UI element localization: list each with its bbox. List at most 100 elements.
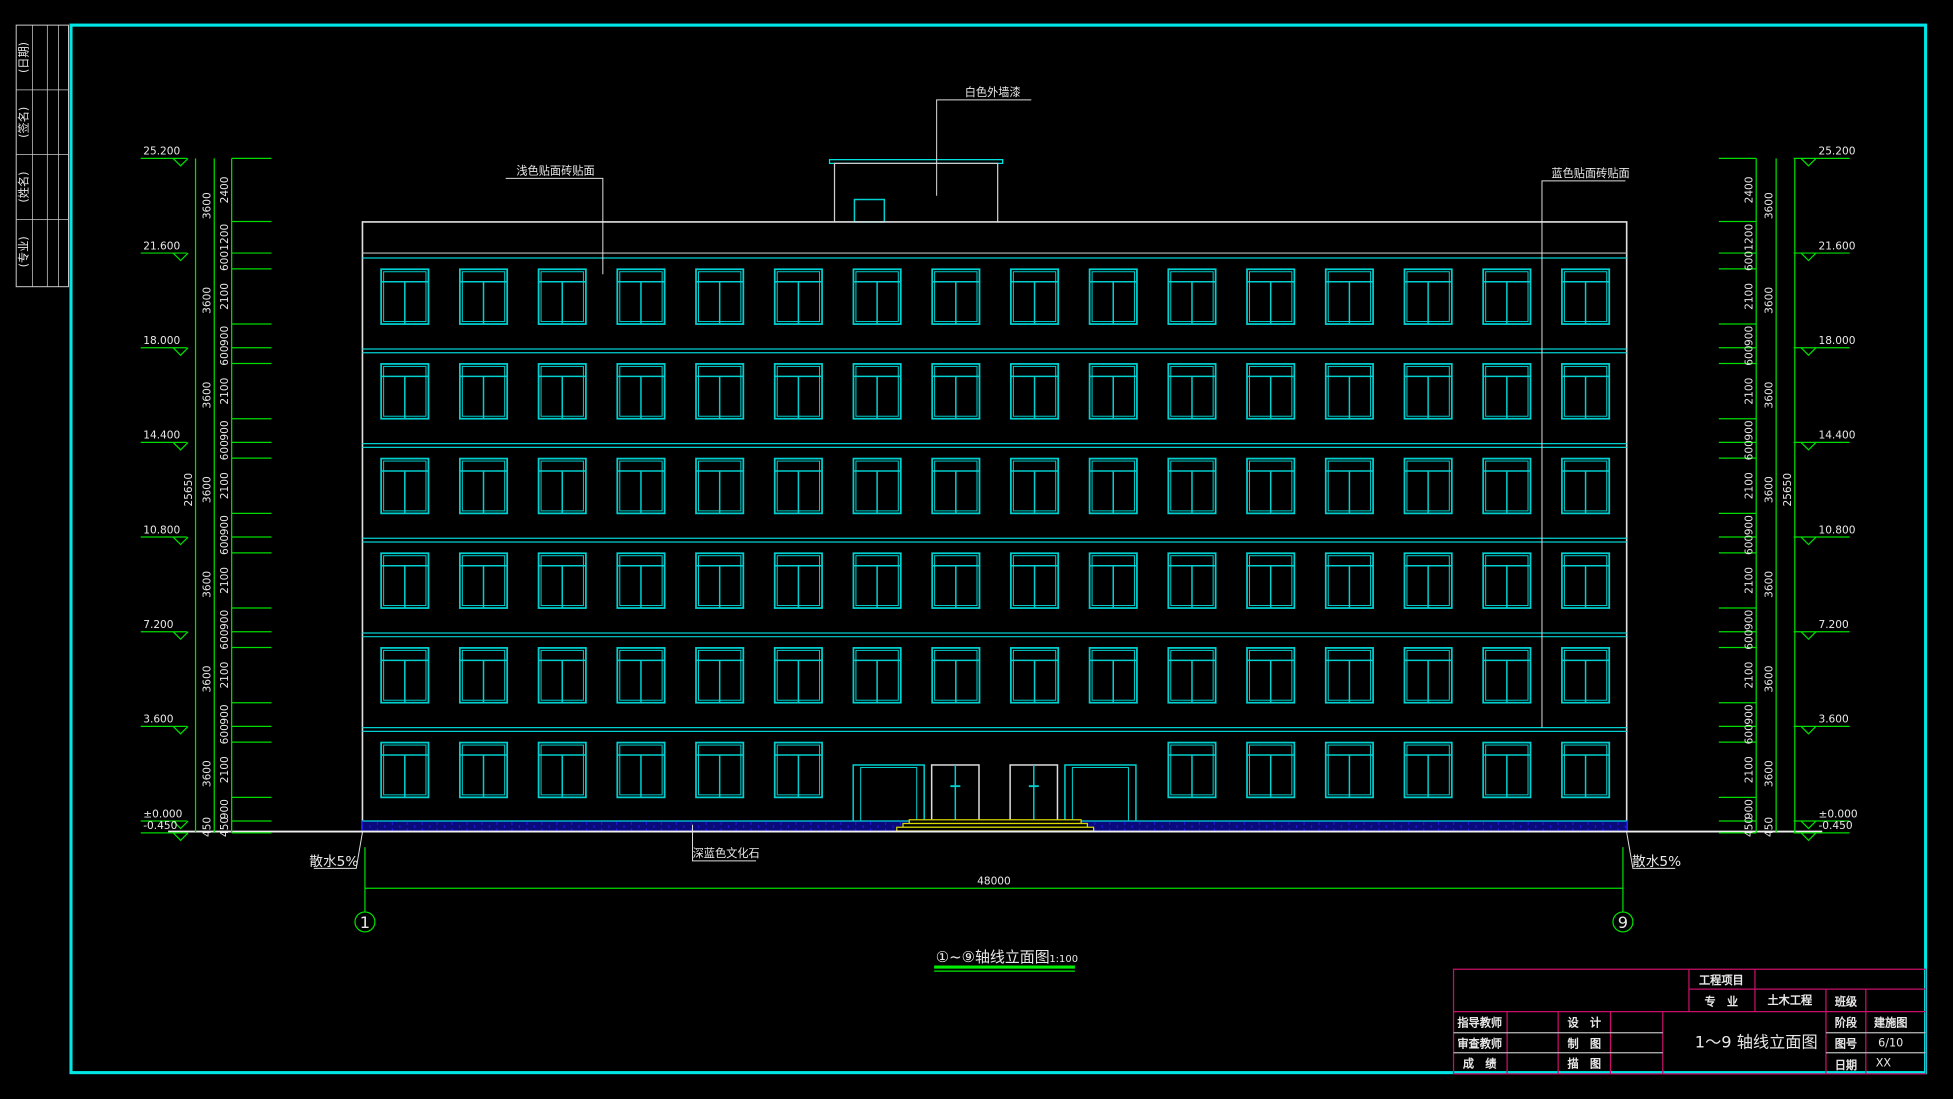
- level-marker-triangle: [172, 157, 189, 167]
- detail-dim-label: 600: [219, 535, 231, 555]
- window: [773, 741, 823, 799]
- window: [458, 552, 509, 609]
- level-label: 10.800: [1818, 524, 1855, 536]
- level-marker-triangle: [1800, 820, 1817, 830]
- detail-dim-label: 2100: [1743, 377, 1755, 404]
- level-marker-triangle: [172, 252, 189, 262]
- facade-outline: [361, 221, 1628, 832]
- entrance-side-panel: [1064, 764, 1137, 824]
- level-marker-triangle: [1800, 441, 1817, 451]
- storey-dim-label: 3600: [1763, 665, 1775, 692]
- storey-dim-label: 3600: [201, 476, 213, 503]
- window: [537, 363, 587, 420]
- window: [1246, 457, 1296, 515]
- level-label: 3.600: [143, 714, 174, 726]
- detail-dim-label: 600: [1743, 440, 1755, 460]
- detail-dim-label: 600: [1743, 629, 1755, 649]
- annotation-light-tile: 浅色贴面砖贴面: [516, 164, 594, 178]
- window: [852, 268, 902, 325]
- window: [773, 363, 823, 420]
- detail-dim-label: 2100: [1743, 567, 1755, 594]
- window: [1561, 268, 1611, 325]
- detail-dim-label: 600: [219, 724, 231, 744]
- window: [1246, 741, 1296, 799]
- tb-sheet-no-value: 6/10: [1878, 1036, 1903, 1049]
- storey-dim-label: 3600: [201, 571, 213, 598]
- level-label: -0.450: [143, 820, 177, 832]
- detail-dim-label: 900: [219, 326, 231, 346]
- window: [1010, 363, 1060, 420]
- detail-dim-label: 2100: [1743, 283, 1755, 310]
- window: [1010, 552, 1060, 609]
- detail-dim-label: 600: [1743, 724, 1755, 744]
- window: [1482, 741, 1532, 799]
- window: [1088, 647, 1138, 704]
- window: [1324, 363, 1374, 420]
- window: [458, 268, 509, 325]
- storey-dim-label: 3600: [1763, 192, 1775, 219]
- width-dimension: [354, 847, 1634, 933]
- detail-dim-label: 900: [1743, 326, 1755, 346]
- window: [852, 552, 902, 609]
- detail-dim-label: 900: [1743, 420, 1755, 440]
- window: [537, 268, 587, 325]
- window: [380, 647, 430, 704]
- strip-signature: (签名): [16, 107, 30, 138]
- detail-dim-label: 900: [219, 515, 231, 535]
- annotation-apron-left: 散水5%: [309, 854, 358, 870]
- drawing-scale: 1:100: [1049, 954, 1078, 965]
- entrance-panel-inner: [1071, 766, 1129, 822]
- tb-date-value: XX: [1876, 1056, 1892, 1069]
- level-marker-triangle: [172, 725, 189, 735]
- storey-dim-label: 3600: [201, 381, 213, 408]
- window: [1561, 647, 1611, 704]
- tb-drafting: 制 图: [1568, 1037, 1602, 1051]
- window: [458, 363, 509, 420]
- overall-height-label: 25650: [1782, 473, 1794, 507]
- dimension-lines: 25.20021.60018.00014.40010.8007.2003.600…: [140, 146, 1858, 842]
- detail-dim-label: 600: [219, 345, 231, 365]
- detail-dim-label: 2100: [1743, 756, 1755, 783]
- window: [1088, 363, 1138, 420]
- level-marker-triangle: [1800, 347, 1817, 357]
- tb-major-label: 专 业: [1705, 994, 1739, 1008]
- window: [852, 363, 902, 420]
- level-marker-triangle: [172, 441, 189, 451]
- level-marker-triangle: [1800, 631, 1817, 641]
- detail-dim-label: 600: [219, 251, 231, 271]
- level-marker-triangle: [172, 631, 189, 641]
- window: [1246, 552, 1296, 609]
- window: [931, 647, 981, 704]
- storey-dim-label: 3600: [201, 287, 213, 314]
- window: [1403, 363, 1453, 420]
- level-label: 21.600: [1818, 240, 1855, 252]
- axis-bubble-right: 9: [1618, 913, 1628, 932]
- storey-dim-label: 3600: [1763, 381, 1775, 408]
- window: [1561, 457, 1611, 515]
- level-label: 25.200: [143, 146, 180, 158]
- window: [458, 647, 509, 704]
- roof-vent: [853, 198, 886, 223]
- window: [773, 647, 823, 704]
- detail-dim-label: 2100: [219, 377, 231, 404]
- window: [1403, 457, 1453, 515]
- detail-dim-label: 900: [219, 704, 231, 724]
- window: [1088, 457, 1138, 515]
- detail-dim-label: 2100: [219, 283, 231, 310]
- tb-class-label: 班级: [1835, 994, 1858, 1008]
- window: [1403, 268, 1453, 325]
- level-marker-triangle: [172, 536, 189, 546]
- detail-dim-label: 1200: [1743, 224, 1755, 251]
- window: [695, 268, 745, 325]
- window: [1167, 647, 1217, 704]
- building-facade: [168, 159, 1823, 833]
- window: [1482, 647, 1532, 704]
- strip-major: (专业): [16, 236, 30, 267]
- tb-grade: 成 绩: [1463, 1057, 1497, 1071]
- window: [537, 457, 587, 515]
- window: [1324, 552, 1374, 609]
- detail-dim-label: 900: [1743, 704, 1755, 724]
- window: [695, 741, 745, 799]
- level-marker-triangle: [1800, 157, 1817, 167]
- window: [1167, 457, 1217, 515]
